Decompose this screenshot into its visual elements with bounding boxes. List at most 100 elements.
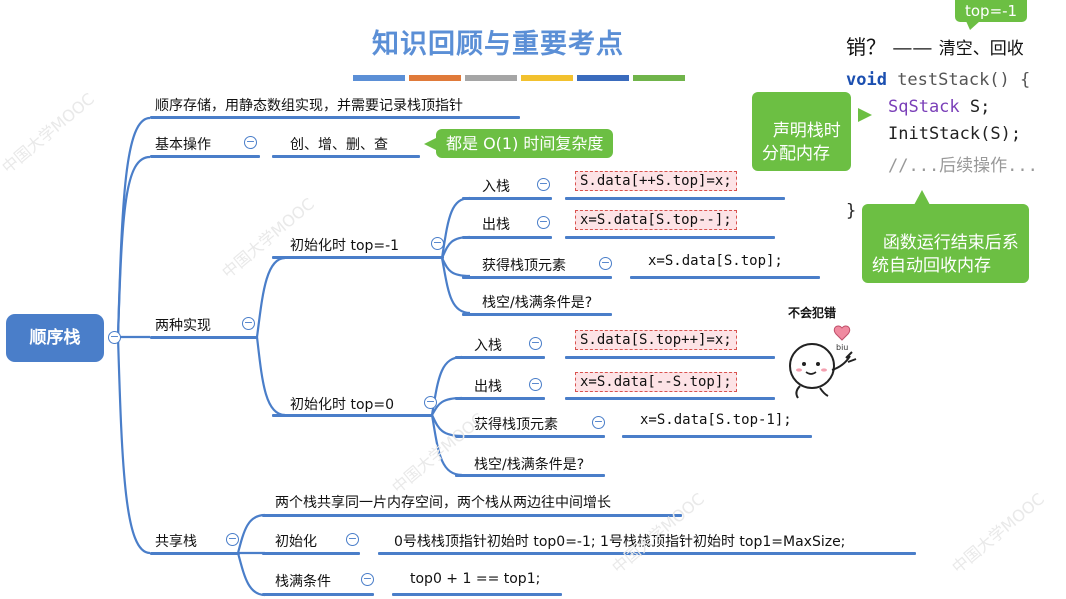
wire-two-neg1 bbox=[255, 256, 286, 338]
declare-callout-pointer bbox=[858, 108, 872, 122]
collapse-icon[interactable]: − bbox=[529, 377, 542, 391]
neg1-pop-underline bbox=[462, 236, 552, 239]
declare-callout-text: 声明栈时 分配内存 bbox=[762, 121, 841, 164]
wire-neg1-cond bbox=[440, 257, 471, 315]
collapse-icon[interactable]: − bbox=[244, 135, 257, 149]
basic-ops-node[interactable]: 基本操作 bbox=[155, 137, 211, 153]
collapse-icon[interactable]: − bbox=[108, 330, 121, 344]
code-line-3: InitStack(S); bbox=[888, 124, 1022, 144]
init-zero-node[interactable]: 初始化时 top=0 bbox=[290, 397, 395, 413]
collapse-icon[interactable]: − bbox=[599, 256, 612, 270]
shared-full-detail: top0 + 1 == top1; bbox=[410, 571, 541, 587]
code-line-2: SqStack S; bbox=[888, 97, 990, 117]
shared-desc: 两个栈共享同一片内存空间，两个栈从两边往中间增长 bbox=[275, 495, 611, 511]
collapse-icon[interactable]: − bbox=[226, 532, 239, 546]
collapse-icon[interactable]: − bbox=[346, 532, 359, 546]
init-zero-underline bbox=[272, 414, 432, 417]
zero-pop-label[interactable]: 出栈 bbox=[474, 379, 502, 395]
top-tag-callout: top=-1 bbox=[955, 0, 1028, 22]
neg1-push-code-underline bbox=[565, 197, 785, 200]
top-tag-text: top=-1 bbox=[965, 2, 1018, 20]
shared-init-detail: 0号栈栈顶指针初始时 top0=-1; 1号栈栈顶指针初始时 top1=MaxS… bbox=[394, 534, 846, 550]
zero-pop-code: x=S.data[--S.top]; bbox=[575, 372, 737, 392]
complexity-callout-pointer bbox=[424, 137, 438, 151]
zero-push-label[interactable]: 入栈 bbox=[474, 338, 502, 354]
title-bar-3 bbox=[465, 75, 517, 81]
zero-peek-code: x=S.data[S.top-1]; bbox=[640, 412, 792, 428]
shared-stack-underline bbox=[150, 552, 240, 555]
storage-node[interactable]: 顺序存储，用静态数组实现，并需要记录栈顶指针 bbox=[155, 98, 463, 114]
shared-init-label[interactable]: 初始化 bbox=[275, 534, 317, 550]
two-impl-underline bbox=[150, 336, 258, 339]
code-line-5: } bbox=[846, 201, 857, 221]
neg1-pop-code: x=S.data[S.top--]; bbox=[575, 210, 737, 230]
code-panel-header: 销？ —— 清空、回收 bbox=[846, 31, 1024, 60]
neg1-peek-code-underline bbox=[630, 276, 820, 279]
wire-shared-full bbox=[236, 552, 266, 597]
neg1-peek-underline bbox=[462, 276, 612, 279]
cartoon-face-icon: biu bbox=[789, 325, 857, 399]
collapse-icon[interactable]: − bbox=[537, 215, 550, 229]
wire-shared-desc bbox=[236, 513, 266, 554]
auto-free-callout-text: 函数运行结束后系 统自动回收内存 bbox=[872, 233, 1019, 276]
neg1-push-code: S.data[++S.top]=x; bbox=[575, 171, 737, 191]
collapse-icon[interactable]: − bbox=[537, 177, 550, 191]
neg1-push-label[interactable]: 入栈 bbox=[482, 179, 510, 195]
two-impl-node[interactable]: 两种实现 bbox=[155, 318, 211, 334]
title-bar-6 bbox=[633, 75, 685, 81]
collapse-icon[interactable]: − bbox=[361, 572, 374, 586]
code-line-2-rest: S; bbox=[959, 97, 991, 117]
declare-callout: 声明栈时 分配内存 bbox=[752, 92, 851, 171]
shared-full-underline bbox=[262, 593, 374, 596]
zero-push-underline bbox=[455, 356, 545, 359]
collapse-icon[interactable]: − bbox=[242, 316, 255, 330]
collapse-icon[interactable]: − bbox=[529, 336, 542, 350]
basic-ops-detail-underline bbox=[272, 155, 420, 158]
root-node[interactable]: 顺序栈 bbox=[6, 314, 104, 362]
code-line-1: void testStack() { bbox=[846, 70, 1030, 90]
zero-push-code: S.data[S.top++]=x; bbox=[575, 330, 737, 350]
sticker-caption: 不会犯错 bbox=[788, 306, 837, 320]
neg1-cond-label[interactable]: 栈空/栈满条件是? bbox=[482, 295, 593, 311]
svg-text:biu: biu bbox=[836, 343, 848, 352]
zero-push-code-underline bbox=[565, 356, 775, 359]
collapse-icon[interactable]: − bbox=[592, 415, 605, 429]
basic-ops-underline bbox=[150, 155, 260, 158]
shared-full-detail-underline bbox=[392, 593, 562, 596]
wire-root-shared bbox=[116, 336, 151, 555]
code-type-sqstack: SqStack bbox=[888, 97, 960, 117]
init-neg1-node[interactable]: 初始化时 top=-1 bbox=[290, 238, 400, 254]
title-bar-5 bbox=[577, 75, 629, 81]
neg1-pop-label[interactable]: 出栈 bbox=[482, 217, 510, 233]
neg1-peek-label[interactable]: 获得栈顶元素 bbox=[482, 258, 566, 274]
collapse-icon[interactable]: − bbox=[424, 395, 437, 409]
collapse-icon[interactable]: − bbox=[431, 236, 444, 250]
shared-init-detail-underline bbox=[378, 552, 916, 555]
neg1-cond-underline bbox=[462, 313, 612, 316]
shared-stack-node[interactable]: 共享栈 bbox=[155, 534, 197, 550]
storage-underline bbox=[150, 116, 520, 119]
zero-peek-label[interactable]: 获得栈顶元素 bbox=[474, 417, 558, 433]
wire-neg1-pop bbox=[441, 235, 471, 259]
zero-pop-code-underline bbox=[565, 397, 775, 400]
wire-neg1-peek bbox=[441, 257, 471, 278]
zero-peek-code-underline bbox=[622, 435, 812, 438]
wire-two-zero bbox=[255, 336, 286, 417]
zero-pop-underline bbox=[455, 397, 545, 400]
shared-full-label[interactable]: 栈满条件 bbox=[275, 574, 331, 590]
code-line-4: //...后续操作... bbox=[888, 156, 1038, 176]
code-line-1-rest: testStack() { bbox=[886, 70, 1031, 90]
zero-cond-label[interactable]: 栈空/栈满条件是? bbox=[474, 457, 585, 473]
complexity-callout: 都是 O(1) 时间复杂度 bbox=[436, 129, 614, 158]
title-bar-4 bbox=[521, 75, 573, 81]
neg1-pop-code-underline bbox=[565, 236, 775, 239]
shared-desc-underline bbox=[262, 514, 682, 517]
init-neg1-underline bbox=[272, 256, 444, 259]
shared-init-underline bbox=[262, 552, 360, 555]
page-title: 知识回顾与重要考点 bbox=[372, 29, 624, 60]
neg1-peek-code: x=S.data[S.top]; bbox=[648, 253, 783, 269]
auto-free-callout: 函数运行结束后系 统自动回收内存 bbox=[862, 204, 1029, 283]
zero-cond-underline bbox=[455, 474, 605, 477]
zero-peek-underline bbox=[455, 435, 605, 438]
